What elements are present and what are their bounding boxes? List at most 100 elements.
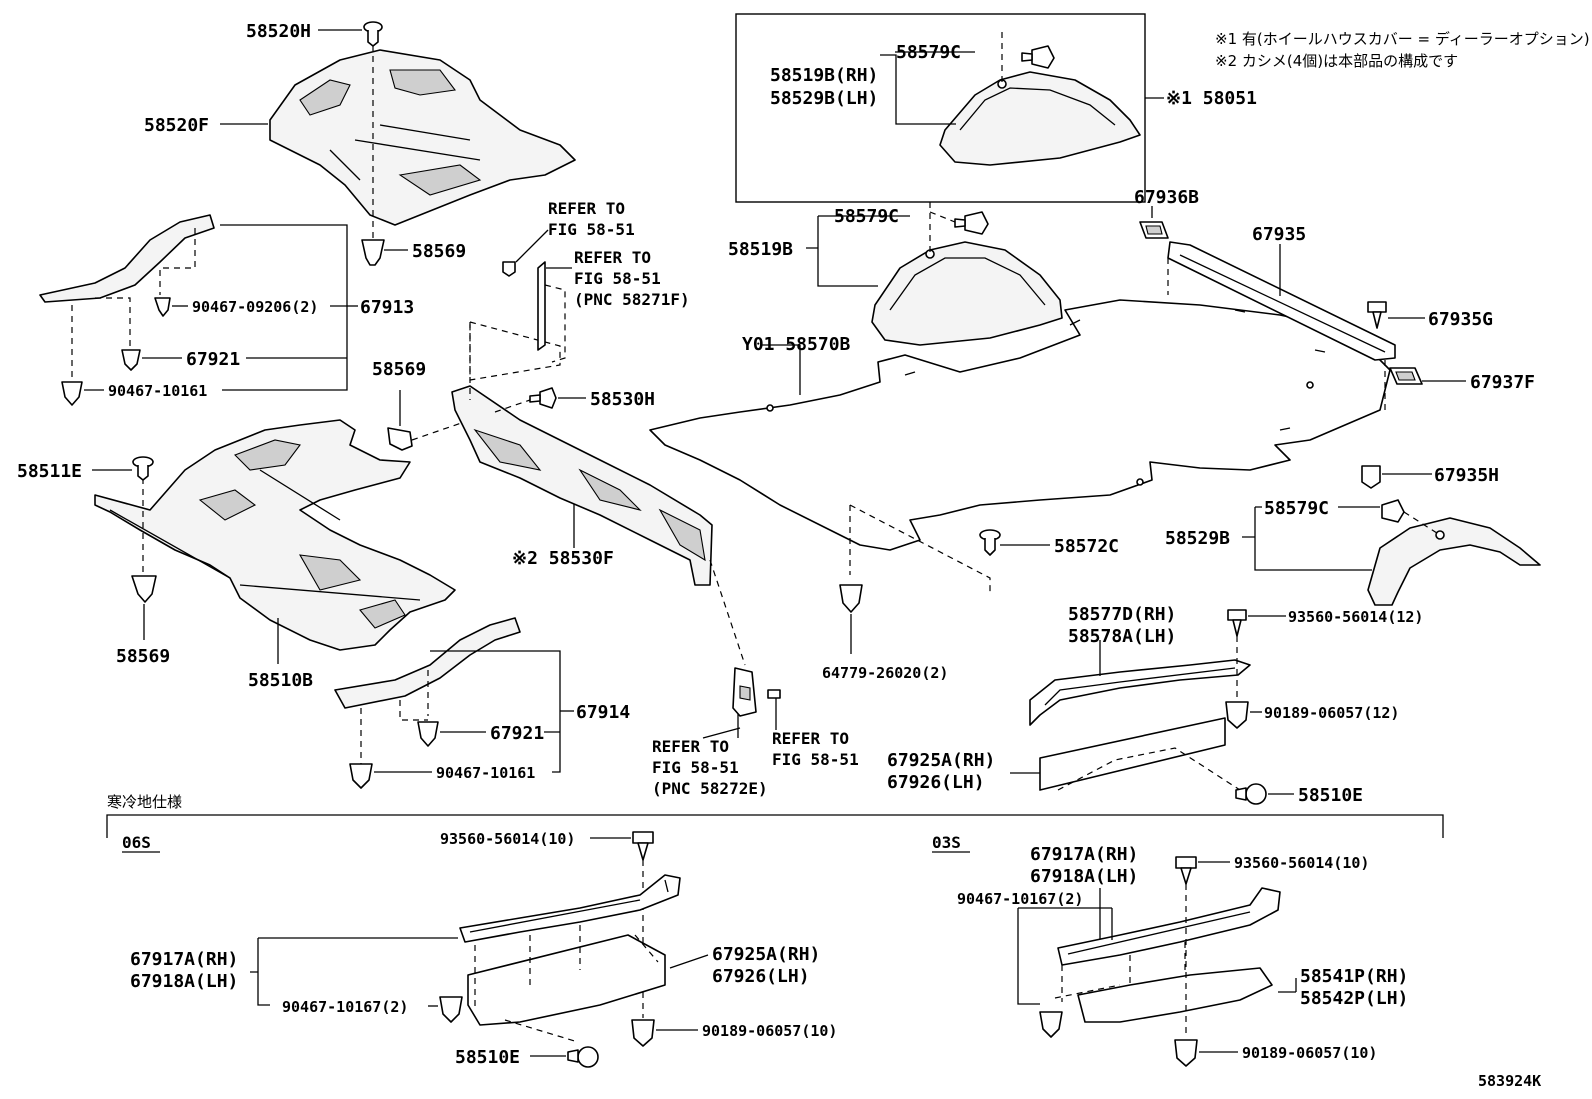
label-s1-67917A: 67917A(RH) bbox=[130, 949, 238, 970]
part-s1-67917A-drawing bbox=[459, 874, 681, 943]
clip-58572C-icon bbox=[979, 529, 1001, 556]
label-58570B: Y01 58570B bbox=[742, 334, 851, 355]
label-refer3-line2: FIG 58-51 bbox=[652, 758, 739, 777]
part-s2-67917A-drawing bbox=[1057, 887, 1281, 966]
label-s1-67926: 67926(LH) bbox=[712, 966, 810, 987]
label-58519B: 58519B bbox=[728, 239, 793, 260]
label-58569-bot: 58569 bbox=[116, 646, 170, 667]
clip-58511E-icon bbox=[132, 456, 154, 481]
label-90189-12: 90189-06057(12) bbox=[1264, 704, 1399, 722]
label-s2-90189: 90189-06057(10) bbox=[1242, 1044, 1377, 1062]
bolt-s1-93560-icon bbox=[632, 831, 654, 861]
pad-67937F-icon bbox=[1389, 367, 1423, 385]
label-67914: 67914 bbox=[576, 702, 630, 723]
label-sec-06S: 06S bbox=[122, 833, 151, 852]
label-s2-67918A: 67918A(LH) bbox=[1030, 866, 1138, 887]
label-refer1-line1: REFER TO bbox=[548, 199, 625, 218]
label-67935G: 67935G bbox=[1428, 309, 1493, 330]
label-58529B-LH: 58529B(LH) bbox=[770, 88, 878, 109]
label-58051: ※1 58051 bbox=[1166, 88, 1257, 109]
part-58529B-drawing bbox=[1367, 517, 1541, 606]
label-93560-12: 93560-56014(12) bbox=[1288, 608, 1423, 626]
label-90467-09206: 90467-09206(2) bbox=[192, 298, 318, 316]
clip-s1-90467-icon bbox=[439, 996, 463, 1023]
clip-67921-b-icon bbox=[417, 721, 439, 747]
option-box-58051 bbox=[735, 13, 1146, 203]
note-2: ※2 カシメ(4個)は本部品の構成です bbox=[1215, 52, 1458, 70]
label-refer3-line1: REFER TO bbox=[652, 737, 729, 756]
label-58579C-mid: 58579C bbox=[834, 206, 899, 227]
clip-s2-90467-icon bbox=[1039, 1011, 1063, 1038]
part-67925A-top-drawing bbox=[1039, 717, 1226, 791]
screw-90467-09206-icon bbox=[154, 297, 171, 317]
label-67935: 67935 bbox=[1252, 224, 1306, 245]
label-cold-spec: 寒冷地仕様 bbox=[107, 793, 182, 811]
label-s1-67918A: 67918A(LH) bbox=[130, 971, 238, 992]
label-refer3-line3: (PNC 58272E) bbox=[652, 779, 768, 798]
label-s1-58510E: 58510E bbox=[455, 1047, 520, 1068]
label-58530F: ※2 58530F bbox=[512, 548, 614, 569]
label-67925A-top: 67925A(RH) bbox=[887, 750, 995, 771]
label-58510B: 58510B bbox=[248, 670, 313, 691]
label-58572C: 58572C bbox=[1054, 536, 1119, 557]
clip-58579C-box-icon bbox=[1021, 45, 1055, 69]
label-67921-a: 67921 bbox=[186, 349, 240, 370]
clip-58569-mid-icon bbox=[387, 427, 413, 451]
label-58577D: 58577D(RH) bbox=[1068, 604, 1176, 625]
label-58520F: 58520F bbox=[144, 115, 209, 136]
label-s2-58541P: 58541P(RH) bbox=[1300, 966, 1408, 987]
note-1: ※1 有(ホイールハウスカバー = ディーラーオプション) bbox=[1215, 30, 1590, 48]
label-58529B: 58529B bbox=[1165, 528, 1230, 549]
bolt-refer1-icon bbox=[502, 261, 516, 277]
label-58569-top: 58569 bbox=[412, 241, 466, 262]
part-67913-drawing bbox=[39, 214, 215, 303]
figure-id: 583924K bbox=[1478, 1072, 1541, 1090]
label-s1-90467: 90467-10167(2) bbox=[282, 998, 408, 1016]
label-s2-93560: 93560-56014(10) bbox=[1234, 854, 1369, 872]
label-67921-b: 67921 bbox=[490, 723, 544, 744]
label-s1-93560: 93560-56014(10) bbox=[440, 830, 575, 848]
clip-90467-10161-a-icon bbox=[61, 381, 83, 406]
label-58510E-top: 58510E bbox=[1298, 785, 1363, 806]
label-58579C-right: 58579C bbox=[1264, 498, 1329, 519]
part-s2-58541P-drawing bbox=[1077, 967, 1273, 1023]
label-64779-26020: 64779-26020(2) bbox=[822, 664, 948, 682]
part-58520F-drawing bbox=[269, 49, 576, 226]
label-67936B: 67936B bbox=[1134, 187, 1199, 208]
label-sec-03S: 03S bbox=[932, 833, 961, 852]
bracket-refer3-drawing bbox=[732, 667, 757, 717]
clip-67921-a-icon bbox=[121, 349, 141, 371]
clip-67935H-icon bbox=[1361, 465, 1381, 489]
part-58519B-58529B-box-drawing bbox=[939, 71, 1141, 166]
label-67913: 67913 bbox=[360, 297, 414, 318]
label-58520H: 58520H bbox=[246, 21, 311, 42]
label-58511E: 58511E bbox=[17, 461, 82, 482]
label-s1-67925A: 67925A(RH) bbox=[712, 944, 820, 965]
label-58578A: 58578A(LH) bbox=[1068, 626, 1176, 647]
clip-58569-top-icon bbox=[361, 239, 385, 266]
label-s2-67917A: 67917A(RH) bbox=[1030, 844, 1138, 865]
clip-90467-10161-b-icon bbox=[349, 763, 373, 789]
bolt-67935G-icon bbox=[1367, 301, 1387, 329]
label-s1-90189: 90189-06057(10) bbox=[702, 1022, 837, 1040]
clip-58520H-icon bbox=[363, 21, 383, 47]
clip-58510E-top-icon bbox=[1235, 783, 1267, 805]
bolt-93560-12-icon bbox=[1227, 609, 1247, 637]
section-bracket-line bbox=[106, 814, 1444, 838]
bolt-refer4-icon bbox=[767, 689, 781, 699]
part-58530F-drawing bbox=[451, 385, 713, 586]
part-s1-67925A-drawing bbox=[467, 934, 666, 1026]
label-58519B-RH: 58519B(RH) bbox=[770, 65, 878, 86]
clip-64779-26020-icon bbox=[839, 584, 863, 613]
label-refer2-line2: FIG 58-51 bbox=[574, 269, 661, 288]
label-58579C-box: 58579C bbox=[896, 42, 961, 63]
clip-s2-90189-icon bbox=[1174, 1039, 1198, 1067]
label-s2-90467: 90467-10167(2) bbox=[957, 890, 1083, 908]
part-58570B-drawing bbox=[649, 299, 1391, 551]
part-58519B-drawing bbox=[871, 241, 1063, 346]
clip-58579C-right-icon bbox=[1381, 499, 1405, 523]
label-refer2-line1: REFER TO bbox=[574, 248, 651, 267]
label-90467-10161-b: 90467-10161 bbox=[436, 764, 535, 782]
clip-58569-bot-icon bbox=[131, 575, 157, 603]
